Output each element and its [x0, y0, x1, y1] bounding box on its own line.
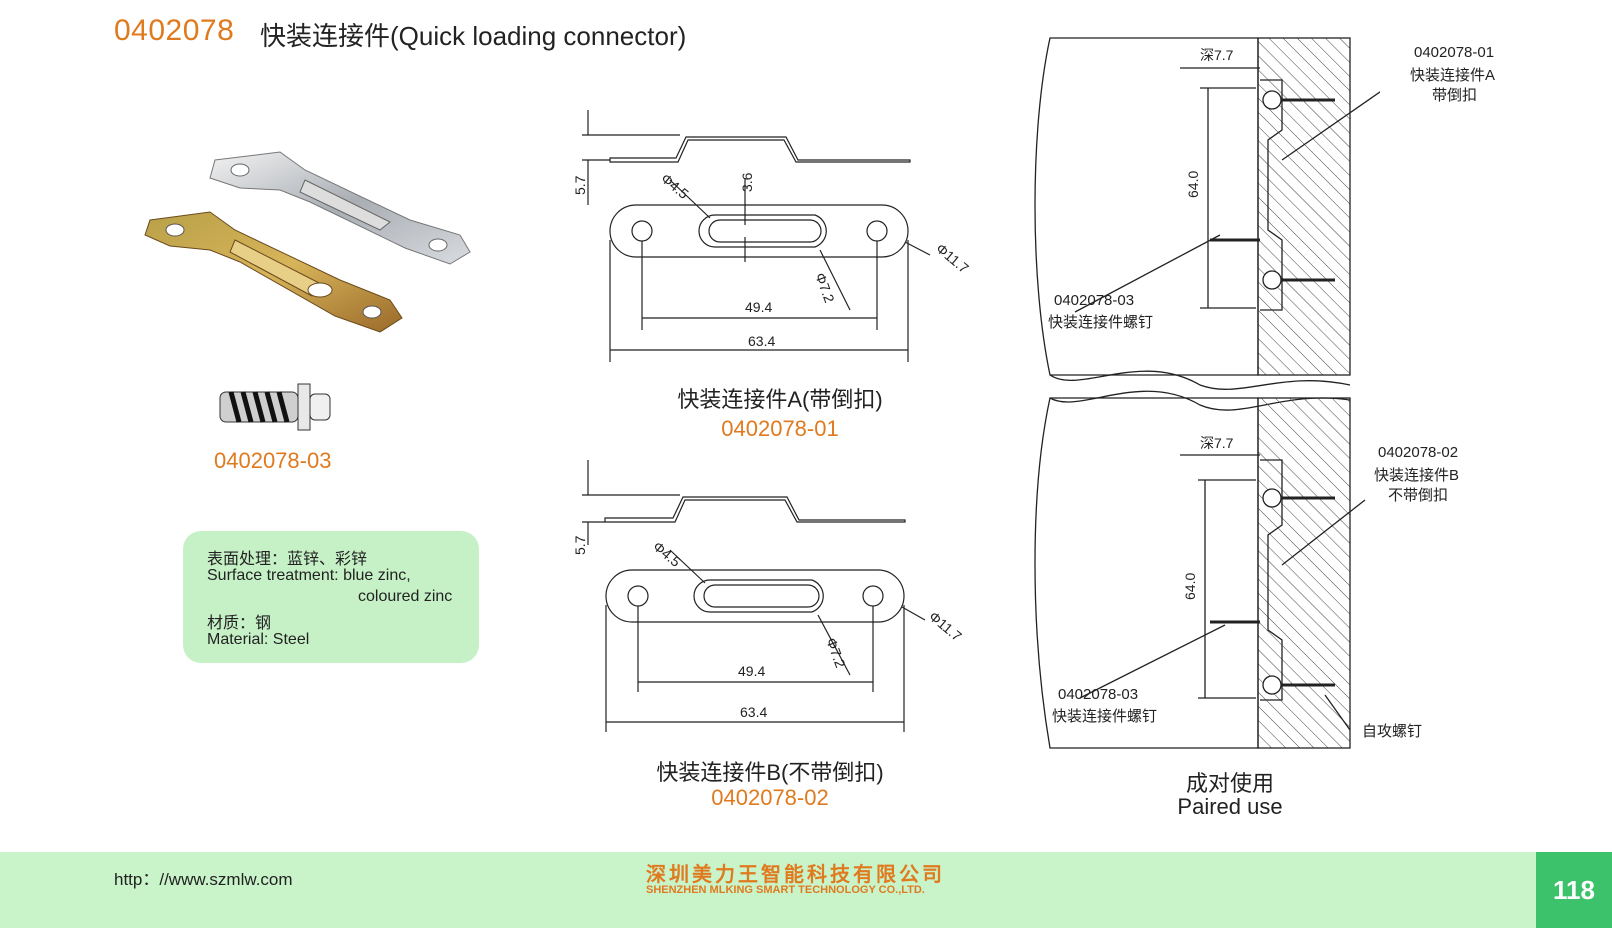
dim-a-slot: 3.6: [739, 172, 755, 192]
label-bottom-name2: 不带倒扣: [1388, 487, 1449, 504]
caption-b: 快装连接件B(不带倒扣): [656, 760, 884, 785]
product-photo: [144, 151, 471, 333]
dim-b-length: 63.4: [740, 704, 767, 720]
label-top-code: 0402078-01: [1414, 44, 1495, 61]
depth-top: 深7.7: [1200, 47, 1234, 63]
dim-b-pitch: 49.4: [738, 663, 765, 679]
label-bottom-screw-code: 0402078-03: [1058, 686, 1139, 703]
label-self-tap-screw: 自攻螺钉: [1362, 723, 1423, 740]
label-bottom-name1: 快装连接件B: [1374, 467, 1460, 484]
paired-en: Paired use: [1177, 794, 1283, 819]
silver-connector: [209, 151, 471, 265]
footer: http：//www.szmlw.com 深圳美力王智能科技有限公司 SHENZ…: [0, 852, 1612, 928]
screw-photo: [219, 383, 331, 431]
paired-cn: 成对使用: [1185, 771, 1274, 796]
product-code: 0402078: [114, 14, 235, 47]
dim-b-height: 5.7: [572, 535, 588, 555]
dim-a-pitch: 49.4: [745, 299, 772, 315]
svg-text:5.7: 5.7: [572, 175, 588, 195]
label-top-screw-name: 快装连接件螺钉: [1048, 314, 1154, 331]
dim-a-end: Φ11.7: [933, 240, 972, 276]
depth-bottom: 深7.7: [1200, 435, 1234, 451]
material-line-en: Material: Steel: [207, 631, 310, 648]
page-number: 118: [1536, 852, 1612, 928]
distance-top: 64.0: [1185, 171, 1201, 198]
screw-code: 0402078-03: [214, 448, 332, 473]
label-top-name2: 带倒扣: [1432, 87, 1478, 104]
website-link[interactable]: http：//www.szmlw.com: [114, 870, 293, 889]
company-name-en: SHENZHEN MLKING SMART TECHNOLOGY CO.,LTD…: [646, 884, 925, 896]
code-a: 0402078-01: [721, 416, 839, 441]
company-name-cn: 深圳美力王智能科技有限公司: [646, 864, 945, 886]
label-bottom-screw-name: 快装连接件螺钉: [1052, 708, 1158, 725]
surface-line-en: Surface treatment: blue zinc,: [207, 567, 411, 584]
dim-b-slotdia: Φ7.2: [823, 636, 849, 670]
dim-a-slotdia: Φ7.2: [812, 271, 838, 305]
drawing-a: 5.7 Φ4.5 3.6 Φ11.7 Φ7.2 49.4 63.4: [572, 110, 972, 362]
dim-b-end: Φ11.7: [926, 608, 965, 644]
material-line-cn: 材质：钢: [207, 615, 272, 632]
drawing-b: 5.7 Φ4.5 Φ11.7 Φ7.2 49.4 63.4: [572, 460, 965, 732]
surface-line-cn: 表面处理：蓝锌、彩锌: [207, 551, 368, 568]
label-top-name1: 快装连接件A: [1410, 67, 1496, 84]
product-name: 快装连接件(Quick loading connector): [260, 21, 687, 51]
dim-b-hole: Φ4.5: [650, 538, 684, 570]
label-bottom-code: 0402078-02: [1378, 444, 1459, 461]
caption-a: 快装连接件A(带倒扣): [677, 387, 883, 412]
surface-info-panel: 表面处理：蓝锌、彩锌 Surface treatment: blue zinc,…: [183, 531, 479, 663]
code-b: 0402078-02: [711, 785, 829, 810]
surface-line-en2: coloured zinc: [358, 588, 453, 605]
dim-a-length: 63.4: [748, 333, 775, 349]
assembly-drawing: 深7.7 64.0 深7.7 64.0: [1034, 37, 1380, 749]
dim-a-hole: Φ4.5: [658, 170, 692, 202]
distance-bottom: 64.0: [1182, 573, 1198, 600]
label-top-screw-code: 0402078-03: [1054, 292, 1135, 309]
gold-connector: [144, 211, 403, 333]
